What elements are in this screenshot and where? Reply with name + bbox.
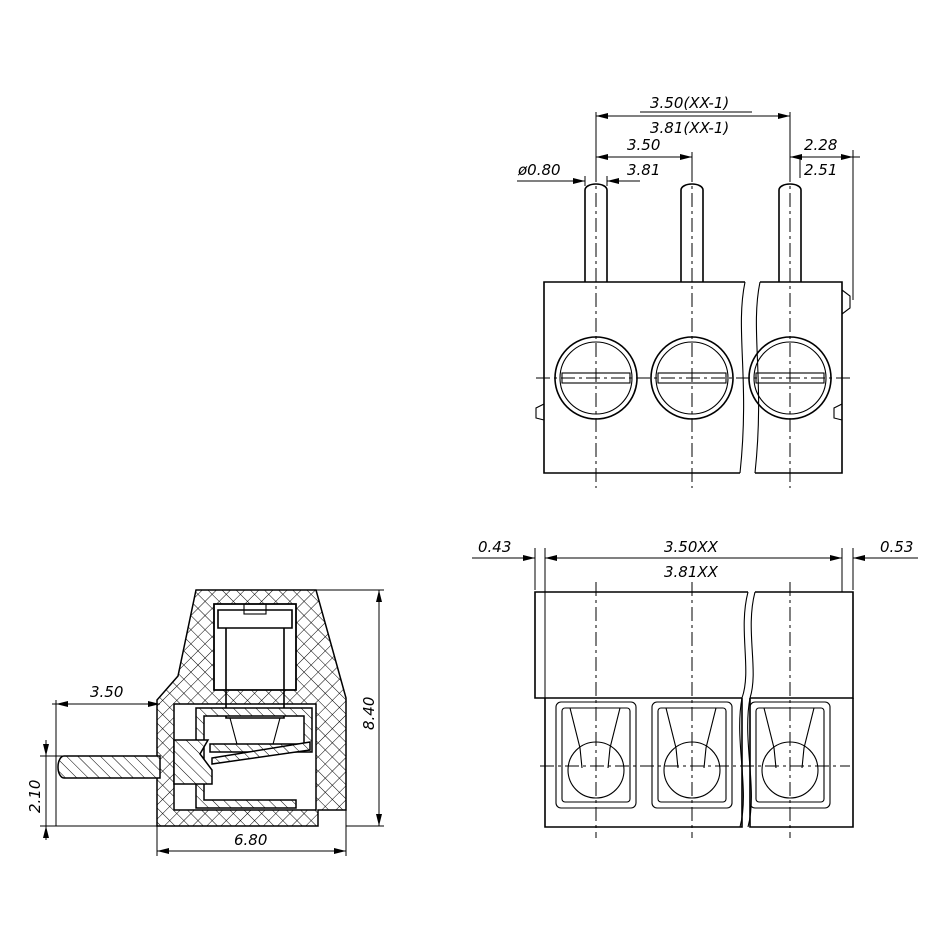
left-latch bbox=[535, 403, 545, 421]
screw-head bbox=[217, 609, 293, 629]
right-latch-bottom bbox=[833, 403, 843, 421]
wire-entry-section bbox=[173, 739, 213, 785]
top-view-labels: 3.50(XX-1) 3.81(XX-1) 3.50 3.81 ø0.80 2.… bbox=[517, 94, 837, 179]
wire-guide bbox=[211, 741, 311, 765]
front-view-dimensions bbox=[472, 548, 918, 698]
screw-cavity bbox=[213, 603, 297, 691]
edge-a-label: 2.28 bbox=[804, 136, 837, 154]
side-view-labels: 3.50 2.10 6.80 8.40 bbox=[26, 683, 378, 849]
pitch-b-label: 3.81 bbox=[627, 161, 660, 179]
front-view-openings bbox=[555, 701, 831, 809]
top-view: 3.50(XX-1) 3.81(XX-1) 3.50 3.81 ø0.80 2.… bbox=[517, 94, 860, 488]
right-latch-top bbox=[841, 289, 851, 315]
length-a-label: 3.50XX bbox=[664, 538, 719, 556]
pitch-a-label: 3.50 bbox=[627, 136, 660, 154]
left-margin-label: 0.43 bbox=[478, 538, 511, 556]
length-b-label: 3.81XX bbox=[664, 563, 719, 581]
front-view-labels: 0.43 3.50XX 3.81XX 0.53 bbox=[478, 538, 913, 581]
clamp-section bbox=[195, 707, 313, 809]
top-view-dimensions bbox=[517, 112, 860, 300]
height-label: 8.40 bbox=[360, 697, 378, 730]
pitch-total-a-label: 3.50(XX-1) bbox=[650, 94, 729, 112]
screw-shank bbox=[225, 628, 285, 719]
side-pin bbox=[57, 755, 161, 779]
front-view: 0.43 3.50XX 3.81XX 0.53 bbox=[472, 538, 918, 838]
depth-label: 6.80 bbox=[234, 831, 267, 849]
pin-height-label: 2.10 bbox=[26, 780, 44, 813]
side-view: 3.50 2.10 6.80 8.40 bbox=[26, 589, 384, 856]
side-view-dimensions bbox=[40, 589, 384, 856]
edge-b-label: 2.51 bbox=[804, 161, 837, 179]
pin-diameter-label: ø0.80 bbox=[517, 161, 561, 179]
right-margin-label: 0.53 bbox=[880, 538, 913, 556]
screw-slot bbox=[243, 603, 267, 615]
top-view-pins bbox=[584, 183, 802, 282]
top-view-centerlines bbox=[536, 168, 850, 488]
pin-length-label: 3.50 bbox=[90, 683, 123, 701]
front-view-housing bbox=[534, 591, 854, 828]
pitch-total-b-label: 3.81(XX-1) bbox=[650, 119, 729, 137]
front-view-centerlines bbox=[540, 582, 850, 838]
